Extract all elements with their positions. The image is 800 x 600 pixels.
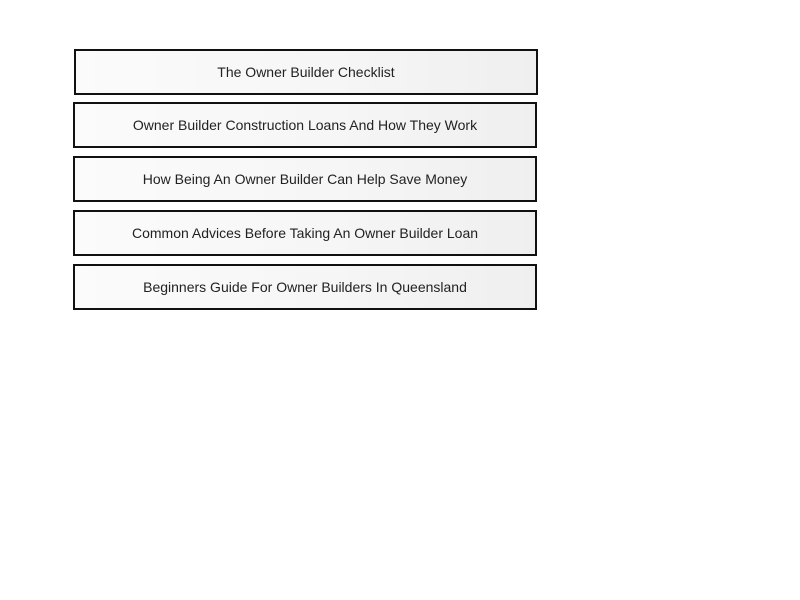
link-beginners-guide-queensland[interactable]: Beginners Guide For Owner Builders In Qu… xyxy=(73,264,537,310)
link-construction-loans[interactable]: Owner Builder Construction Loans And How… xyxy=(73,102,537,148)
link-save-money[interactable]: How Being An Owner Builder Can Help Save… xyxy=(73,156,537,202)
link-label: Beginners Guide For Owner Builders In Qu… xyxy=(143,279,467,295)
link-label: Owner Builder Construction Loans And How… xyxy=(132,117,478,133)
link-label: How Being An Owner Builder Can Help Save… xyxy=(142,171,468,187)
link-label: The Owner Builder Checklist xyxy=(217,64,395,80)
link-common-advices[interactable]: Common Advices Before Taking An Owner Bu… xyxy=(73,210,537,256)
link-owner-builder-checklist[interactable]: The Owner Builder Checklist xyxy=(74,49,538,95)
link-label: Common Advices Before Taking An Owner Bu… xyxy=(131,225,479,241)
